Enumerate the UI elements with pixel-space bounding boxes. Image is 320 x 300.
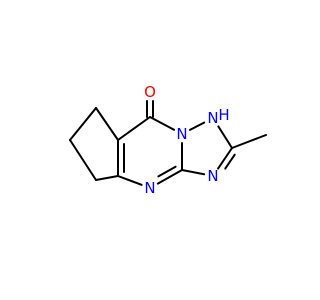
atom-nitrogen-pyrimidine: N xyxy=(144,179,155,197)
atom-oxygen: O xyxy=(144,83,156,101)
atom-nitrogen-triazole: N xyxy=(207,167,218,185)
bond-n3-c3a xyxy=(181,169,206,176)
bond-n4-c4a xyxy=(117,175,143,186)
bond-c5-c4a xyxy=(95,175,119,181)
bond-c8a-c9 xyxy=(117,116,151,141)
bond-c2-n3 xyxy=(217,147,233,170)
bond-c2-methyl xyxy=(231,134,267,149)
atom-hydrogen: H xyxy=(218,106,229,124)
atom-nitrogen-nh: N xyxy=(207,109,218,127)
bonds xyxy=(69,100,267,186)
bond-c2-n3-second xyxy=(224,153,236,170)
bond-nh-c2 xyxy=(217,125,233,149)
bond-c9-n1 xyxy=(149,116,176,131)
bond-c8a-c7 xyxy=(95,107,119,141)
bond-c3a-n4-second xyxy=(157,165,177,178)
bond-c3a-n4 xyxy=(156,169,183,185)
atom-nitrogen-bridgehead: N xyxy=(176,125,187,143)
bond-c7-c6 xyxy=(69,107,97,141)
bond-n1-nh xyxy=(188,121,206,131)
bond-c6-c5 xyxy=(69,139,97,181)
